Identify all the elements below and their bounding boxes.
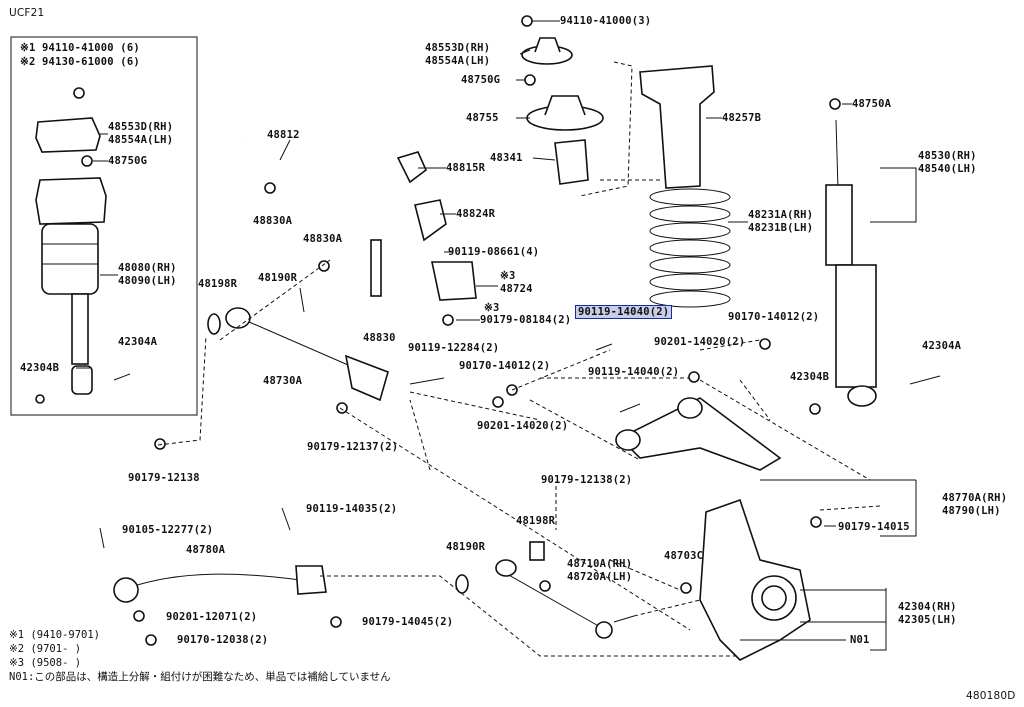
part-label[interactable]: 90179-08184(2) [480,314,572,326]
part-label[interactable]: 90170-12038(2) [177,634,269,646]
footnote-3: ※3 (9508- ) [9,657,82,669]
inset-frame [10,36,198,416]
figure-id: 480180D [966,690,1016,702]
part-label[interactable]: 48090(LH) [118,275,177,287]
part-label[interactable]: 42304B [790,371,830,383]
part-label[interactable]: 90105-12277(2) [122,524,214,536]
boot-and-spring [639,65,731,308]
part-label[interactable]: 42304A [922,340,962,352]
part-label[interactable]: 90179-12138 [128,472,200,484]
part-label[interactable]: 42304(RH) [898,601,957,613]
part-label[interactable]: 48198R [198,278,238,290]
lower-links [99,507,635,646]
part-label[interactable]: 48750A [852,98,892,110]
leader-lines [76,20,917,651]
footnote-1: ※1 (9410-9701) [9,629,100,641]
inset-strut-drawing [35,87,131,404]
part-label[interactable]: 48815R [446,162,486,174]
part-label[interactable]: 90119-08661(4) [448,246,540,258]
part-label[interactable]: 48080(RH) [118,262,177,274]
part-label-highlighted[interactable]: 90119-14040(2) [574,305,673,319]
part-label[interactable]: 90170-14012(2) [459,360,551,372]
part-label[interactable]: 42304A [118,336,158,348]
part-label[interactable]: 90119-14035(2) [306,503,398,515]
part-label[interactable]: 90119-14040(2) [588,366,680,378]
part-label[interactable]: 48750G [108,155,148,167]
rear-lateral-arm [154,287,445,450]
part-label[interactable]: 90179-12138(2) [541,474,633,486]
part-label[interactable]: 48553D(RH) [108,121,174,133]
part-label[interactable]: 48720A(LH) [567,571,633,583]
part-label[interactable]: 48724 [500,283,533,295]
part-label[interactable]: 48780A [186,544,226,556]
part-label[interactable]: 94110-41000(3) [560,15,652,27]
part-label[interactable]: 48824R [456,208,496,220]
part-label[interactable]: 48812 [267,129,300,141]
part-label[interactable]: 48540(LH) [918,163,977,175]
part-label[interactable]: 48755 [466,112,499,124]
inset-note-2: ※2 94130-61000 (6) [20,56,140,68]
part-label[interactable]: 48710A(RH) [567,558,633,570]
part-label[interactable]: 48341 [490,152,523,164]
part-label[interactable]: 48198R [516,515,556,527]
model-code: UCF21 [9,7,45,19]
part-label[interactable]: 42304B [20,362,60,374]
part-label[interactable]: 48554A(LH) [425,55,491,67]
footnote-2: ※2 (9701- ) [9,643,82,655]
part-label[interactable]: 48790(LH) [942,505,1001,517]
footnote-n01: N01:この部品は、構造上分解・組付けが困難なため、単品では補給していません [9,671,391,683]
strut-mount-stack [521,15,604,185]
inset-note-1: ※1 94110-41000 (6) [20,42,140,54]
part-label[interactable]: 48554A(LH) [108,134,174,146]
footnotes: ※1 (9410-9701) ※2 (9701- ) ※3 (9508- ) N… [9,628,391,684]
part-label[interactable]: 48190R [446,541,486,553]
part-label[interactable]: 48231A(RH) [748,209,814,221]
note-marker: ※3 [500,270,516,282]
part-label[interactable]: 48730A [263,375,303,387]
part-label[interactable]: 90179-12137(2) [307,441,399,453]
part-label[interactable]: 42305(LH) [898,614,957,626]
part-label[interactable]: 48750G [461,74,501,86]
upper-control-arm [492,338,782,471]
note-marker: ※3 [484,302,500,314]
part-label[interactable]: 90179-14045(2) [362,616,454,628]
part-label[interactable]: 48231B(LH) [748,222,814,234]
stabilizer-bar [241,138,477,326]
part-label[interactable]: N01 [850,634,870,646]
part-label[interactable]: 90201-14020(2) [477,420,569,432]
part-label[interactable]: 90179-14015 [838,521,910,533]
part-label[interactable]: 48530(RH) [918,150,977,162]
part-label[interactable]: 48553D(RH) [425,42,491,54]
shock-absorber [809,98,941,415]
part-label[interactable]: 48830A [303,233,343,245]
dashed-leaders [157,61,881,657]
part-label[interactable]: 90201-12071(2) [166,611,258,623]
part-label[interactable]: 48257B [722,112,762,124]
part-label[interactable]: 48830 [363,332,396,344]
part-label[interactable]: 48190R [258,272,298,284]
part-label[interactable]: 90170-14012(2) [728,311,820,323]
part-label[interactable]: 90119-12284(2) [408,342,500,354]
steering-knuckle [680,498,822,661]
part-label[interactable]: 90201-14020(2) [654,336,746,348]
part-label[interactable]: 48703C [664,550,704,562]
part-label[interactable]: 48830A [253,215,293,227]
part-label[interactable]: 48770A(RH) [942,492,1008,504]
